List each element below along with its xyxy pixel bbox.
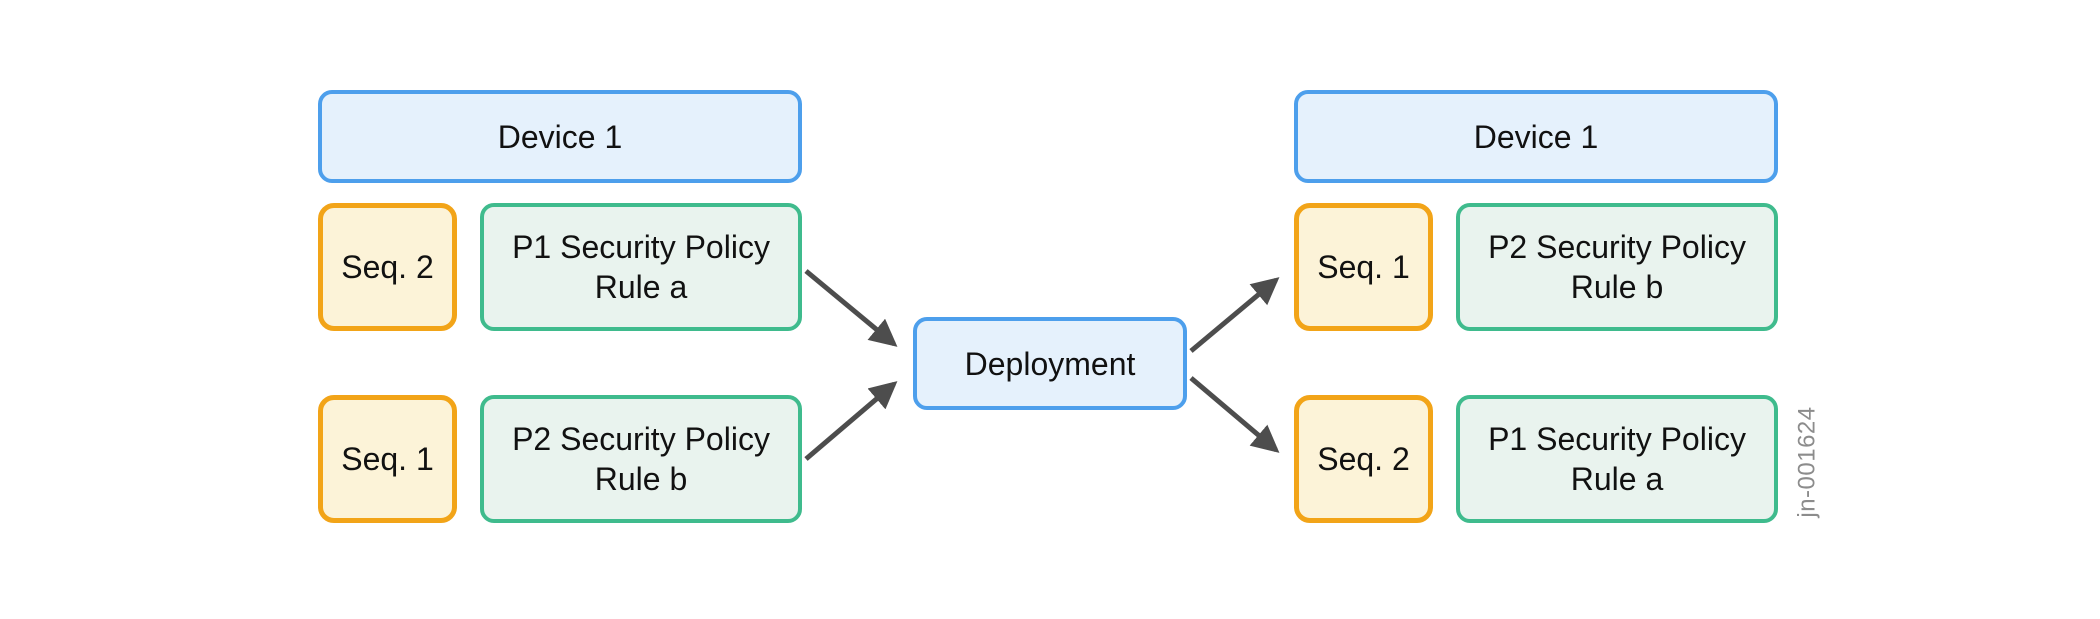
left-row1-rule-line1: P1 Security Policy	[512, 229, 770, 265]
figure-id-label: jn-001624	[1793, 406, 1821, 518]
right-row2-seq-box: Seq. 2	[1294, 395, 1433, 523]
arrow-rule-b-to-deployment	[804, 381, 898, 461]
right-row1-rule-line1: P2 Security Policy	[1488, 229, 1746, 265]
left-row2-rule-box: P2 Security Policy Rule b	[480, 395, 802, 523]
left-row2-seq-box: Seq. 1	[318, 395, 457, 523]
deployment-label: Deployment	[964, 345, 1136, 382]
right-row2-rule-box: P1 Security Policy Rule a	[1456, 395, 1778, 523]
arrow-deployment-to-seq1	[1189, 277, 1280, 353]
arrow-rule-a-to-deployment	[804, 269, 898, 347]
left-row1-seq-label: Seq. 2	[341, 249, 434, 285]
left-row1-seq-box: Seq. 2	[318, 203, 457, 331]
right-row1-seq-label: Seq. 1	[1317, 249, 1410, 285]
right-row1-rule-box: P2 Security Policy Rule b	[1456, 203, 1778, 331]
device-box-left: Device 1	[318, 90, 802, 183]
arrow-deployment-to-seq2	[1189, 376, 1280, 453]
left-row2-rule-line1: P2 Security Policy	[512, 421, 770, 457]
deployment-box: Deployment	[913, 317, 1187, 410]
right-row1-seq-box: Seq. 1	[1294, 203, 1433, 331]
left-row1-rule-box: P1 Security Policy Rule a	[480, 203, 802, 331]
device-box-right: Device 1	[1294, 90, 1778, 183]
right-row2-seq-label: Seq. 2	[1317, 441, 1410, 477]
device-label-right: Device 1	[1473, 118, 1599, 155]
right-row1-rule-line2: Rule b	[1570, 269, 1664, 305]
left-row1-rule-line2: Rule a	[594, 269, 688, 305]
left-row2-seq-label: Seq. 1	[341, 441, 434, 477]
right-row2-rule-line2: Rule a	[1570, 461, 1664, 497]
device-label-left: Device 1	[497, 118, 623, 155]
right-row2-rule-line1: P1 Security Policy	[1488, 421, 1746, 457]
left-row2-rule-line2: Rule b	[594, 461, 688, 497]
